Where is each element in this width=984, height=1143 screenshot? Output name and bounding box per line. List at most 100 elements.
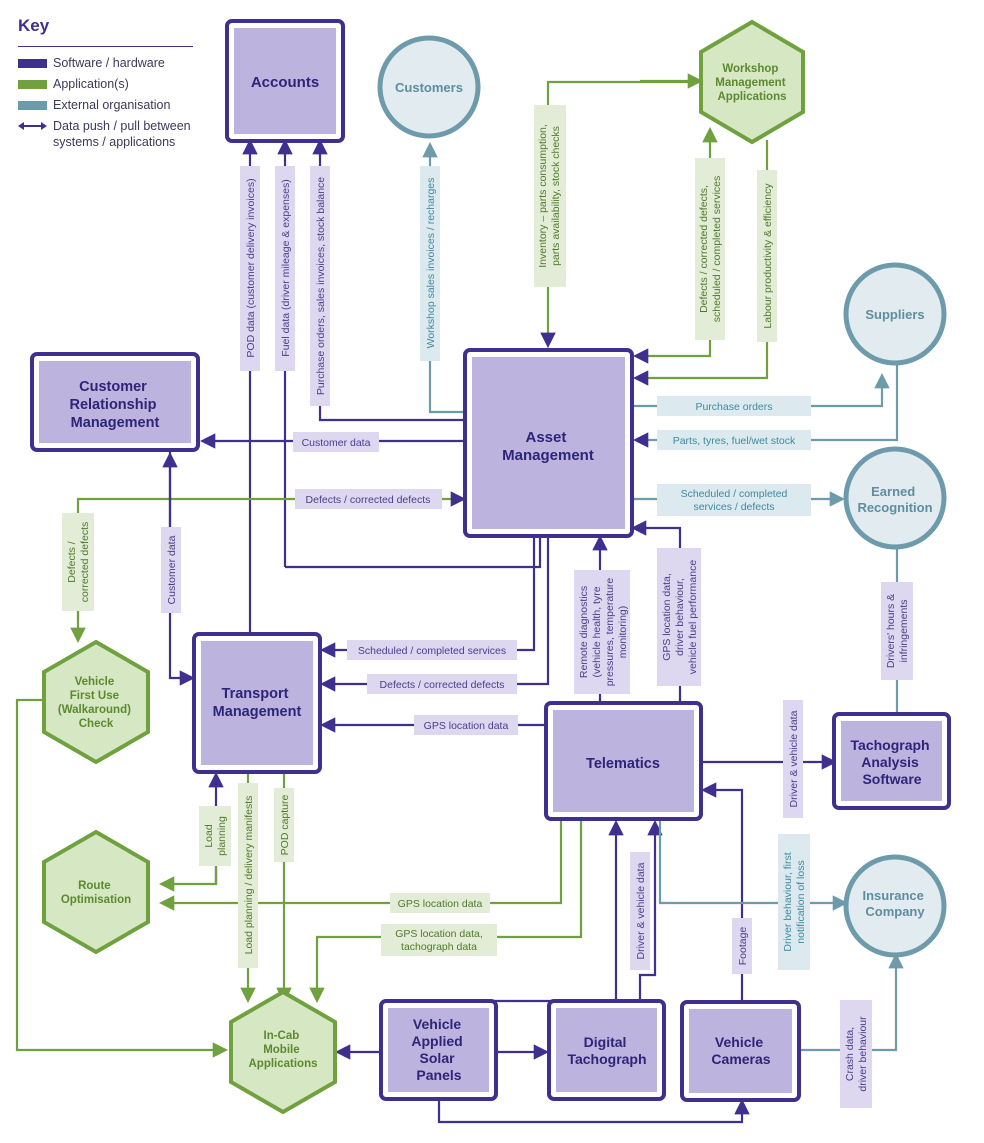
label-driver-vehicle-tacho: Driver & vehicle data (783, 700, 803, 818)
svg-text:Footage: Footage (737, 927, 749, 966)
suppliers-node[interactable]: Suppliers (843, 262, 947, 366)
crm-node[interactable]: Customer Relationship Management (30, 352, 200, 452)
tacho-sw-line-2: Analysis (861, 754, 919, 770)
earned-line-2: Recognition (857, 500, 932, 515)
svg-text:Defects / corrected defects,: Defects / corrected defects, (698, 185, 710, 313)
software-swatch (18, 59, 47, 68)
asset-line-2: Management (502, 447, 594, 464)
route-line-1: Route (78, 880, 111, 892)
svg-text:Vehicle Cameras: Vehicle Cameras (711, 1034, 770, 1067)
svg-text:Load planning / delivery manif: Load planning / delivery manifests (243, 796, 255, 955)
svg-text:GPS location data,: GPS location data, (661, 573, 673, 661)
svg-text:notification of loss: notification of loss (795, 860, 807, 943)
label-crash-data: Crash data, driver behaviour (840, 1000, 872, 1108)
solar-line-3: Solar (420, 1050, 456, 1066)
svg-text:GPS location data,: GPS location data, (395, 928, 483, 940)
svg-text:In-Cab Mobile Appl: In-Cab Mobile Applications (248, 1030, 317, 1070)
svg-text:POD capture: POD capture (279, 794, 291, 855)
insurance-line-1: Insurance (862, 888, 923, 903)
vehicle-cameras-node[interactable]: Vehicle Cameras (680, 1000, 801, 1102)
svg-text:Purchase orders: Purchase orders (695, 401, 772, 413)
label-defects-tm: Defects / corrected defects (367, 674, 517, 694)
incab-mobile-node[interactable]: In-Cab Mobile Applications (229, 989, 337, 1115)
digital-tacho-line-1: Digital (584, 1034, 627, 1050)
vehicle-first-use-node[interactable]: Vehicle First Use (Walkaround) Check (42, 639, 150, 765)
svg-text:tachograph data: tachograph data (401, 941, 477, 953)
transport-management-node[interactable]: Transport Management (192, 632, 322, 774)
vfu-line-3: (Walkaround) (58, 704, 131, 716)
label-defects-workshop: Defects / corrected defects, scheduled /… (695, 158, 725, 340)
double-arrow-icon (18, 122, 47, 130)
svg-text:infringements: infringements (898, 599, 910, 662)
svg-text:POD data (customer delivery in: POD data (customer delivery invoices) (245, 178, 257, 357)
route-optimisation-node[interactable]: Route Optimisation (42, 829, 150, 955)
label-purchase-orders: Purchase orders (657, 396, 811, 416)
svg-text:Driver behaviour, first: Driver behaviour, first (782, 852, 794, 951)
svg-text:Crash data,: Crash data, (844, 1027, 856, 1081)
telematics-node[interactable]: Telematics (544, 701, 703, 821)
label-scheduled-tm: Scheduled / completed services (347, 640, 517, 660)
transport-line-1: Transport (222, 686, 289, 702)
svg-text:monitoring): monitoring) (617, 606, 629, 659)
svg-text:Defects /: Defects / (66, 541, 78, 583)
svg-text:planning: planning (216, 816, 228, 856)
svg-text:Vehicle Applied So: Vehicle Applied Solar Panels (411, 1016, 466, 1083)
label-remote-diagnostics: Remote diagnostics (vehicle health, tyre… (574, 570, 630, 694)
digital-tachograph-node[interactable]: Digital Tachograph (547, 999, 666, 1101)
tacho-sw-line-1: Tachograph (851, 737, 930, 753)
label-fuel-data: Fuel data (driver mileage & expenses) (275, 166, 295, 371)
label-purchase-sales: Purchase orders, sales invoices, stock b… (310, 166, 330, 406)
legend-item-external: External organisation (18, 97, 193, 113)
legend-divider (18, 46, 193, 47)
accounts-node[interactable]: Accounts (225, 19, 345, 143)
solar-panels-node[interactable]: Vehicle Applied Solar Panels (379, 999, 498, 1101)
crm-line-1: Customer (79, 379, 147, 395)
svg-text:Load: Load (203, 824, 215, 848)
svg-text:Parts, tyres, fuel/wet stock: Parts, tyres, fuel/wet stock (673, 435, 796, 447)
solar-line-2: Applied (411, 1033, 462, 1049)
svg-text:Digital Tachograph: Digital Tachograph (567, 1034, 646, 1067)
earned-recognition-node[interactable]: Earned Recognition (843, 446, 947, 550)
asset-management-node[interactable]: Asset Management (463, 348, 634, 538)
svg-text:Asset Management: Asset Management (502, 429, 594, 464)
tachograph-analysis-node[interactable]: Tachograph Analysis Software (832, 712, 951, 810)
svg-text:Earned Recognition: Earned Recognition (857, 484, 932, 515)
label-footage: Footage (732, 918, 752, 974)
vfu-line-1: Vehicle (75, 676, 115, 688)
svg-text:Driver & vehicle data: Driver & vehicle data (635, 862, 647, 959)
workshop-line-1: Workshop (722, 63, 778, 75)
digital-tacho-line-2: Tachograph (567, 1051, 646, 1067)
customers-node[interactable]: Customers (377, 35, 481, 139)
legend-item-application: Application(s) (18, 76, 193, 92)
svg-text:parts availability, stock chec: parts availability, stock checks (550, 126, 562, 266)
external-swatch (18, 101, 47, 110)
svg-text:Route Optimisation: Route Optimisation (61, 880, 131, 906)
svg-text:Drivers' hours &: Drivers' hours & (885, 594, 897, 668)
label-gps-tacho: GPS location data, tachograph data (381, 924, 497, 956)
legend-software-label: Software / hardware (53, 56, 165, 70)
svg-text:Fuel data (driver mileage & ex: Fuel data (driver mileage & expenses) (280, 179, 292, 356)
legend: Key Software / hardware Application(s) E… (18, 16, 193, 155)
cameras-line-2: Cameras (711, 1051, 770, 1067)
svg-text:driver behaviour: driver behaviour (857, 1016, 869, 1092)
telematics-label: Telematics (586, 756, 660, 772)
insurance-company-node[interactable]: Insurance Company (843, 854, 947, 958)
workshop-node[interactable]: Workshop Management Applications (699, 19, 805, 145)
label-scheduled-er: Scheduled / completed services / defects (657, 484, 811, 516)
label-gps-driver-behaviour: GPS location data, driver behaviour, veh… (657, 548, 701, 686)
svg-text:corrected defects: corrected defects (79, 522, 91, 603)
workshop-line-3: Applications (717, 91, 786, 103)
legend-item-software: Software / hardware (18, 55, 193, 71)
label-pod-capture: POD capture (274, 788, 294, 862)
label-defects-vfu: Defects / corrected defects (62, 513, 94, 611)
transport-line-2: Management (213, 704, 302, 720)
svg-text:Inventory – parts consumption,: Inventory – parts consumption, (537, 124, 549, 268)
svg-text:Insurance Company: Insurance Company (862, 888, 927, 919)
label-parts-tyres: Parts, tyres, fuel/wet stock (657, 430, 811, 450)
cameras-line-1: Vehicle (715, 1034, 763, 1050)
label-load-planning: Load planning (199, 806, 231, 866)
earned-line-1: Earned (871, 484, 915, 499)
svg-text:Purchase orders, sales invoice: Purchase orders, sales invoices, stock b… (315, 177, 327, 395)
svg-text:Driver & vehicle data: Driver & vehicle data (788, 710, 800, 807)
label-load-manifests: Load planning / delivery manifests (238, 783, 258, 968)
